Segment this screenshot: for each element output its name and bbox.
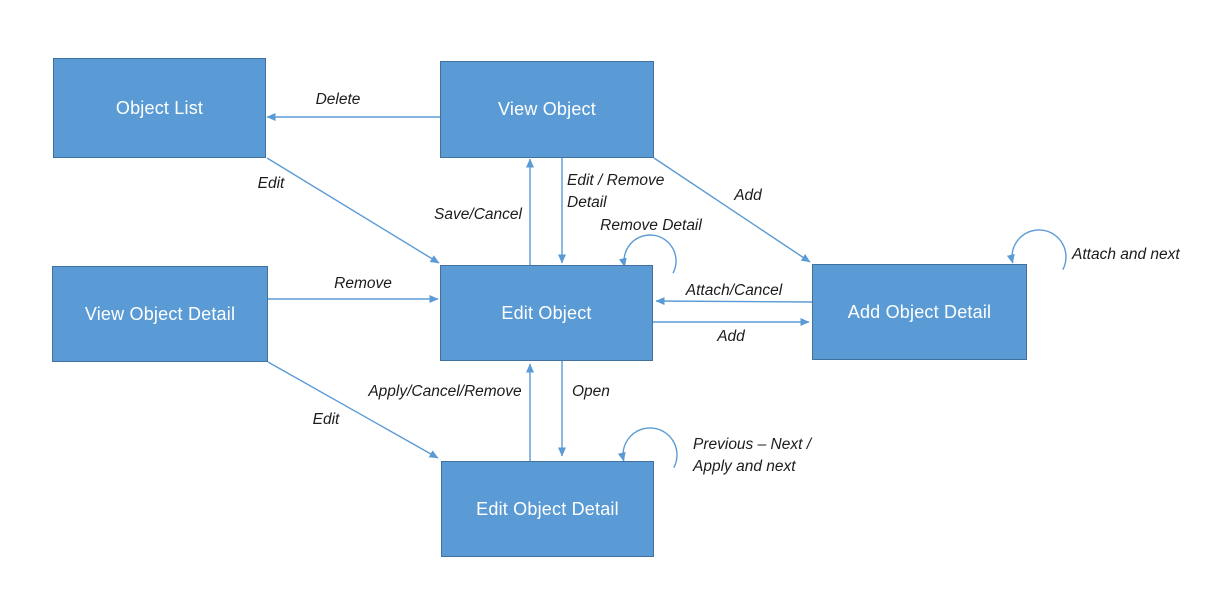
self-loop-arrow-loop-prev-next: [617, 427, 678, 469]
transition-label-apply-cancel-remove: Apply/Cancel/Remove: [368, 383, 522, 400]
transition-arrow-add-view-to-add: [653, 157, 811, 263]
transition-label-edit-list-to-edit: Edit: [257, 175, 285, 192]
transition-arrow-edit-list-to-edit: [266, 157, 440, 264]
transition-label-loop-prev-next: Previous – Next / Apply and next: [693, 436, 812, 475]
transition-label-edit-detail-to-edit: Edit: [312, 411, 340, 428]
transition-label-add-view-to-add: Add: [734, 187, 762, 204]
transition-label-remove: Remove: [334, 275, 392, 292]
transition-label-attach-cancel: Attach/Cancel: [685, 282, 783, 299]
transition-label-loop-remove-detail: Remove Detail: [600, 217, 702, 234]
transition-arrow-edit-detail-to-edit: [267, 361, 439, 459]
transition-label-add-edit-to-add: Add: [717, 328, 745, 345]
state-box-view-object-detail: View Object Detail: [52, 266, 268, 362]
self-loop-arrow-loop-attach-next: [1006, 229, 1067, 271]
transition-label-delete: Delete: [315, 91, 361, 108]
transition-label-save-cancel: Save/Cancel: [434, 206, 522, 223]
state-box-edit-object-detail: Edit Object Detail: [441, 461, 654, 557]
transition-label-loop-attach-next: Attach and next: [1072, 246, 1180, 263]
self-loop-arrow-loop-remove-detail: [618, 234, 677, 274]
state-box-view-object: View Object: [440, 61, 654, 158]
transition-label-open: Open: [572, 383, 610, 400]
transition-arrow-attach-cancel: [655, 297, 813, 306]
state-box-object-list: Object List: [53, 58, 266, 158]
transition-label-edit-remove-detail: Edit / Remove Detail: [567, 172, 665, 211]
state-box-add-object-detail: Add Object Detail: [812, 264, 1027, 360]
state-box-edit-object: Edit Object: [440, 265, 653, 361]
